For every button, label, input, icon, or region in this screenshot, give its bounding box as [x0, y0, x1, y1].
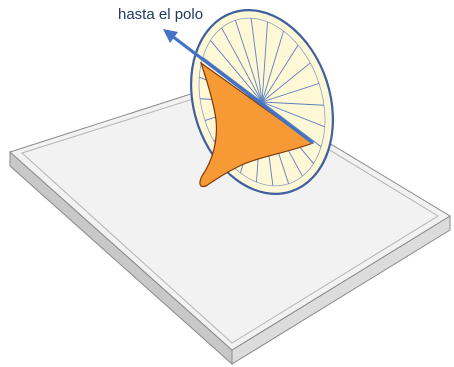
- polar-axis-arrow: [163, 29, 314, 145]
- base-slab: [9, 81, 451, 366]
- hour-line: [210, 40, 263, 103]
- base-top: [9, 81, 451, 351]
- polar-axis-line: [171, 34, 314, 145]
- pole-direction-label: hasta el polo: [118, 6, 204, 23]
- hour-line: [221, 27, 263, 103]
- hour-line: [261, 30, 284, 103]
- hour-line: [261, 101, 325, 128]
- base-inner-border: [21, 87, 439, 344]
- hour-line: [234, 20, 263, 103]
- hour-line: [261, 101, 325, 106]
- gnomon: [199, 61, 315, 188]
- hour-line: [261, 62, 311, 103]
- arrow-head: [163, 29, 178, 43]
- hour-line: [202, 56, 263, 103]
- hour-line: [261, 44, 299, 103]
- hour-line: [261, 83, 320, 103]
- hour-line: [261, 101, 322, 148]
- hour-line: [250, 18, 263, 103]
- hour-line: [261, 21, 268, 103]
